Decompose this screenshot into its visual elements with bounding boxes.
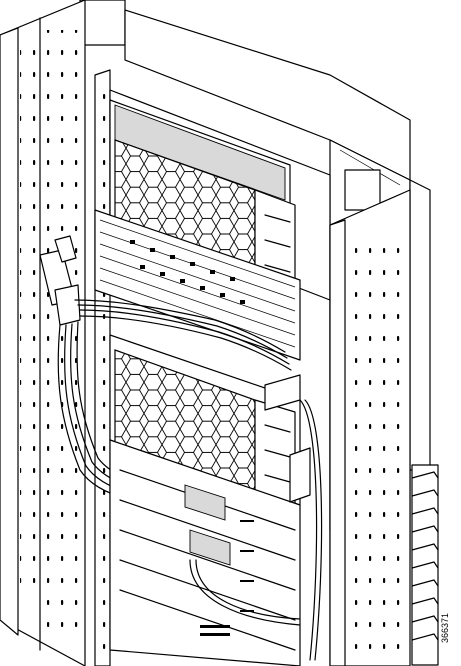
card-cage xyxy=(94,209,301,361)
bottom-modules xyxy=(109,439,301,666)
left-front-rail xyxy=(0,0,86,666)
right-connectors xyxy=(264,374,323,661)
lower-chassis xyxy=(109,334,301,506)
right-front-rail xyxy=(329,189,411,666)
figure-id-label: 366371 xyxy=(440,612,450,644)
inner-left-post xyxy=(94,69,111,666)
stacked-brackets xyxy=(411,464,439,666)
cable-bundle xyxy=(39,235,292,511)
